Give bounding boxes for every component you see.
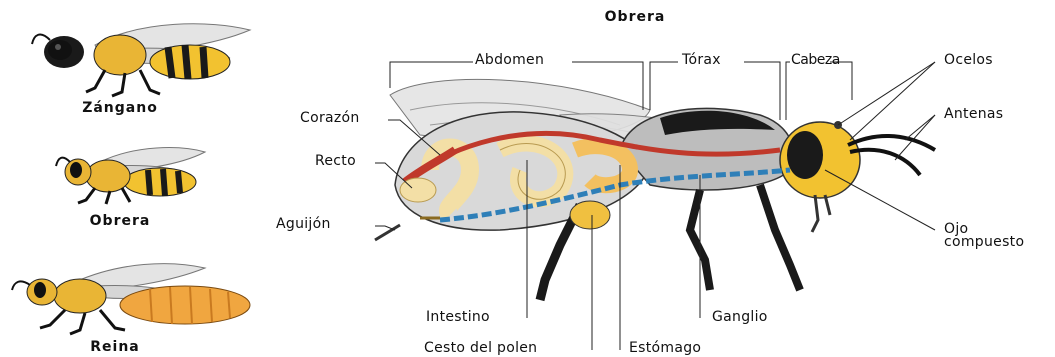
queen-illustration [12,264,250,334]
label-estomago: Estómago [629,340,701,356]
label-aguijon: Aguijón [276,216,331,232]
label-ocelos: Ocelos [944,52,993,68]
worker-anatomy-illustration [375,79,935,300]
label-ganglio: Ganglio [712,309,768,325]
caste-label-worker: Obrera [60,213,180,229]
diagram-title: Obrera [570,9,700,25]
label-torax: Tórax [682,52,721,68]
label-ojo-compuesto-line2: compuesto [944,234,1024,250]
worker-small-illustration [56,148,205,204]
drone-illustration [32,24,250,96]
label-antenas: Antenas [944,106,1003,122]
caste-label-drone: Zángano [60,100,180,116]
label-cabeza: Cabeza [791,52,840,68]
label-corazon: Corazón [300,110,360,126]
label-abdomen: Abdomen [475,52,544,68]
label-recto: Recto [315,153,356,169]
label-cesto-del-polen: Cesto del polen [424,340,537,356]
caste-label-queen: Reina [55,339,175,355]
label-intestino: Intestino [426,309,490,325]
